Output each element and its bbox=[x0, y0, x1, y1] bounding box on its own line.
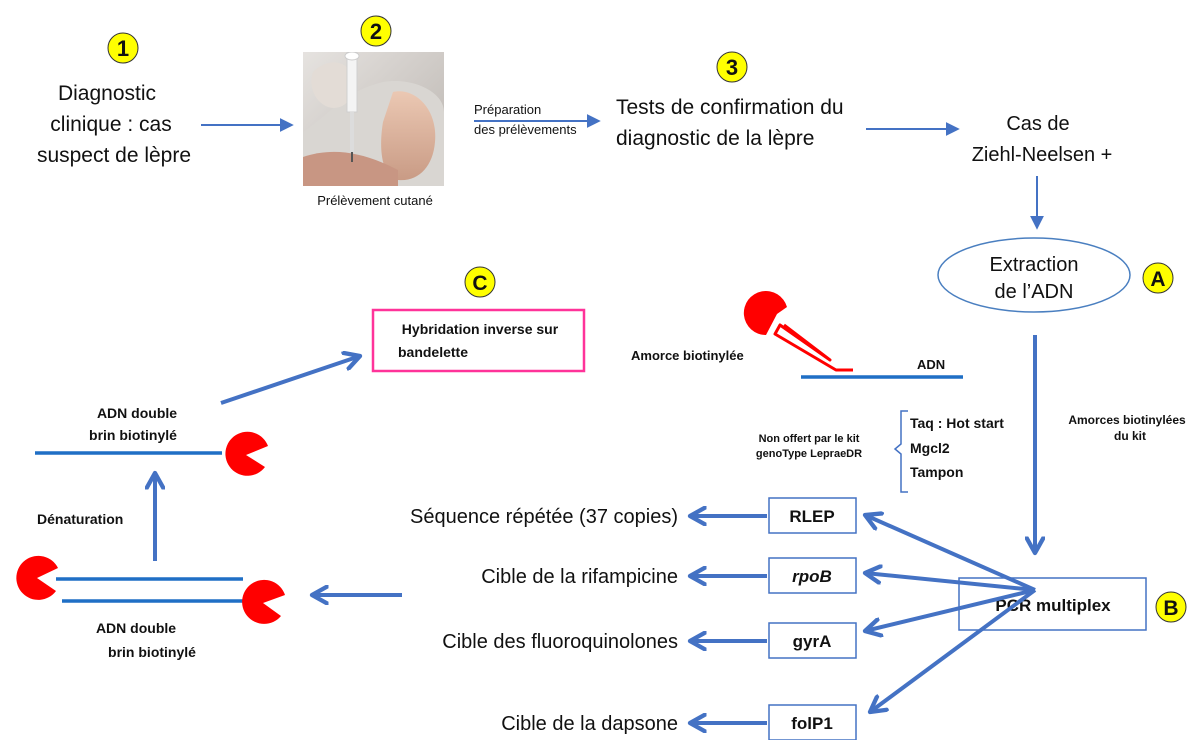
primer-illustration: Amorce biotinylée ADN bbox=[631, 291, 963, 379]
target-description-folp1: Cible de la dapsone bbox=[501, 713, 678, 735]
gene-label-gyra: gyrA bbox=[793, 632, 832, 651]
svg-text:Mgcl2: Mgcl2 bbox=[910, 440, 950, 456]
non-offert-text: Non offert par le kit genoType LepraeDR bbox=[756, 433, 862, 460]
arrow-pcr-to-folp1 bbox=[870, 588, 1037, 712]
gene-label-rpob: rpoB bbox=[792, 567, 832, 586]
step-c-badge: C bbox=[464, 266, 496, 298]
target-row-folp1: folP1 Cible de la dapsone bbox=[501, 588, 1037, 741]
adn-top-text: ADN double brin biotinylé bbox=[89, 405, 177, 443]
step-3-badge: 3 bbox=[716, 51, 748, 83]
svg-text:clinique : cas: clinique : cas bbox=[50, 113, 171, 136]
primer-strand bbox=[773, 323, 853, 372]
svg-text:Tampon: Tampon bbox=[910, 464, 963, 480]
tests-text: Tests de confirmation du diagnostic de l… bbox=[616, 96, 844, 150]
svg-text:Diagnostic: Diagnostic bbox=[58, 82, 156, 105]
biotin-pacman-primer bbox=[743, 291, 787, 336]
biotin-pacman-right bbox=[242, 579, 285, 624]
svg-text:Tests de confirmation du: Tests de confirmation du bbox=[616, 96, 844, 119]
target-description-rlep: Séquence répétée (37 copies) bbox=[410, 506, 678, 528]
arrow-adn-to-hybridation bbox=[220, 356, 360, 405]
svg-text:bandelette: bandelette bbox=[398, 344, 468, 360]
svg-text:1: 1 bbox=[117, 36, 129, 61]
svg-text:Ziehl-Neelsen +: Ziehl-Neelsen + bbox=[972, 144, 1113, 166]
svg-text:Extraction: Extraction bbox=[990, 254, 1079, 276]
svg-text:brin biotinylé: brin biotinylé bbox=[108, 644, 196, 660]
extraction-node: Extraction de l’ADN bbox=[937, 237, 1131, 313]
svg-text:3: 3 bbox=[726, 55, 738, 80]
target-description-gyra: Cible des fluoroquinolones bbox=[442, 631, 678, 653]
svg-text:brin biotinylé: brin biotinylé bbox=[89, 427, 177, 443]
svg-text:diagnostic de la lèpre: diagnostic de la lèpre bbox=[616, 127, 814, 150]
target-description-rpob: Cible de la rifampicine bbox=[481, 566, 678, 588]
adn-label: ADN bbox=[917, 357, 945, 372]
svg-text:Amorces biotinylées: Amorces biotinylées bbox=[1068, 413, 1186, 427]
step-b-badge: B bbox=[1155, 591, 1187, 623]
svg-text:suspect de lèpre: suspect de lèpre bbox=[37, 144, 191, 167]
arrow-pcr-to-rpob bbox=[865, 573, 1036, 592]
gene-label-rlep: RLEP bbox=[789, 507, 834, 526]
diagnostic-text: Diagnostic clinique : cas suspect de lèp… bbox=[37, 82, 191, 167]
svg-text:2: 2 bbox=[370, 19, 382, 44]
reagents-list: Taq : Hot start Mgcl2 Tampon bbox=[910, 415, 1004, 480]
svg-text:B: B bbox=[1163, 597, 1178, 620]
step-a-badge: A bbox=[1142, 262, 1174, 294]
amorce-label: Amorce biotinylée bbox=[631, 348, 744, 363]
biotin-pacman-left bbox=[16, 555, 58, 600]
targets-layer: RLEP Séquence répétée (37 copies) rpoB Cibl… bbox=[410, 497, 1037, 741]
kit-primers-text: Amorces biotinylées du kit bbox=[1068, 413, 1186, 443]
svg-text:genoType LepraeDR: genoType LepraeDR bbox=[756, 448, 862, 460]
biotin-pacman-top bbox=[225, 431, 268, 476]
gene-box-rlep bbox=[768, 497, 857, 534]
skin-sampling-photo bbox=[303, 52, 444, 186]
step-1-badge: 1 bbox=[107, 32, 139, 64]
gene-label-folp1: folP1 bbox=[791, 714, 833, 733]
svg-text:des prélèvements: des prélèvements bbox=[474, 122, 577, 137]
cas-text: Cas de Ziehl-Neelsen + bbox=[972, 113, 1113, 166]
svg-text:de l’ADN: de l’ADN bbox=[995, 281, 1074, 303]
svg-text:A: A bbox=[1150, 268, 1165, 291]
photo-caption: Prélèvement cutané bbox=[317, 193, 433, 208]
svg-text:C: C bbox=[472, 272, 487, 295]
denaturation-label: Dénaturation bbox=[37, 511, 123, 527]
svg-text:ADN double: ADN double bbox=[96, 620, 176, 636]
svg-text:PCR multiplex: PCR multiplex bbox=[995, 596, 1111, 615]
svg-text:Taq : Hot start: Taq : Hot start bbox=[910, 415, 1004, 431]
reagents-bracket bbox=[893, 410, 908, 493]
adn-bottom-text: ADN double brin biotinylé bbox=[96, 620, 196, 660]
target-row-rlep: RLEP Séquence répétée (37 copies) bbox=[410, 497, 1036, 592]
target-row-rpob: rpoB Cible de la rifampicine bbox=[481, 557, 1036, 594]
svg-text:du kit: du kit bbox=[1114, 429, 1146, 443]
gene-box-gyra bbox=[768, 622, 857, 659]
svg-text:Cas de: Cas de bbox=[1006, 113, 1069, 135]
svg-text:Hybridation inverse sur: Hybridation inverse sur bbox=[402, 321, 559, 337]
svg-text:Préparation: Préparation bbox=[474, 102, 541, 117]
hybridation-box: Hybridation inverse sur bandelette bbox=[371, 308, 586, 373]
gene-box-folp1 bbox=[768, 704, 857, 741]
gene-box-rpob bbox=[768, 557, 857, 594]
step-2-badge: 2 bbox=[360, 15, 392, 47]
svg-text:Non offert par le kit: Non offert par le kit bbox=[759, 433, 860, 445]
preparation-text: Préparation des prélèvements bbox=[474, 102, 577, 137]
svg-text:ADN double: ADN double bbox=[97, 405, 177, 421]
target-row-gyra: gyrA Cible des fluoroquinolones bbox=[442, 588, 1036, 659]
arrow-pcr-to-rlep bbox=[865, 515, 1036, 592]
arrow-pcr-to-gyra bbox=[865, 588, 1036, 631]
